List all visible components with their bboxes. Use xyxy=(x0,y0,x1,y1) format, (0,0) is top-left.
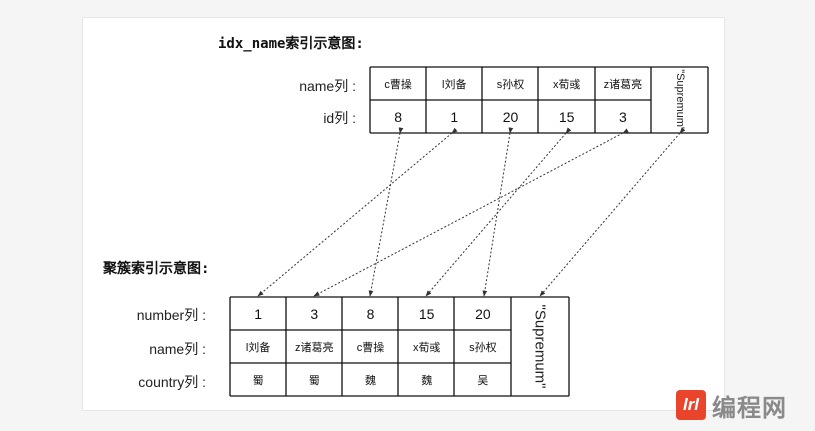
secondary-id-cell-3: 15 xyxy=(558,108,575,125)
watermark-logo-icon: lrl xyxy=(676,390,706,420)
clustered-country-cell-4: 吴 xyxy=(477,374,489,387)
clustered-name-row-label: name列 : xyxy=(149,341,206,357)
clustered-country-cell-1: 蜀 xyxy=(308,374,320,387)
clustered-name-cell-4: s孙权 xyxy=(469,341,497,354)
clustered-country-cell-3: 魏 xyxy=(421,374,433,387)
clustered-country-cell-0: 蜀 xyxy=(252,374,264,387)
clustered-number-cell-3: 15 xyxy=(418,305,435,322)
secondary-id-row-label: id列 : xyxy=(323,110,356,126)
clustered-supremum-cell: "Supremum" xyxy=(531,304,549,389)
clustered-country-row-label: country列 : xyxy=(138,374,206,390)
clustered-number-cell-4: 20 xyxy=(475,305,491,322)
watermark: lrl 编程网 xyxy=(676,388,787,422)
secondary-name-row-label: name列 : xyxy=(299,78,356,94)
clustered-number-row-label: number列 : xyxy=(136,307,206,323)
secondary-name-cell-0: c曹操 xyxy=(384,78,412,91)
secondary-name-cell-4: z诸葛亮 xyxy=(603,78,643,91)
secondary-name-cell-1: l刘备 xyxy=(442,78,467,91)
clustered-name-cell-1: z诸葛亮 xyxy=(295,341,334,354)
clustered-number-cell-2: 8 xyxy=(366,305,375,322)
clustered-index-title: 聚簇索引示意图: xyxy=(103,261,210,277)
clustered-name-cell-0: l刘备 xyxy=(245,341,271,354)
clustered-name-cell-3: x荀彧 xyxy=(412,341,441,354)
secondary-id-cell-4: 3 xyxy=(618,108,627,125)
clustered-name-cell-2: c曹操 xyxy=(356,341,385,354)
watermark-text: 编程网 xyxy=(712,394,787,422)
clustered-number-cell-0: 1 xyxy=(254,305,262,322)
secondary-id-cell-1: 1 xyxy=(450,108,459,125)
secondary-index-title: idx_name索引示意图: xyxy=(218,36,364,52)
secondary-name-cell-2: s孙权 xyxy=(496,78,525,91)
secondary-id-cell-2: 20 xyxy=(502,108,519,125)
clustered-number-cell-1: 3 xyxy=(310,305,319,322)
secondary-id-cell-0: 8 xyxy=(394,108,402,125)
secondary-name-cell-3: x荀彧 xyxy=(552,78,581,91)
secondary-supremum-cell: "Supremum" xyxy=(673,69,686,131)
clustered-country-cell-2: 魏 xyxy=(364,374,376,387)
